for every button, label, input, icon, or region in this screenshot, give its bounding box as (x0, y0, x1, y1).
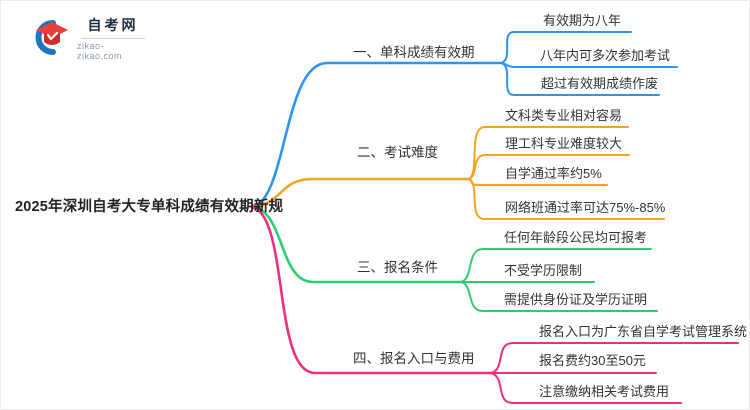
branch-label-3[interactable]: 三、报名条件 (357, 260, 438, 275)
site-name: 自考网 (87, 17, 139, 33)
branch1-child1-line (500, 31, 632, 64)
site-url: zikao-zikao.com (77, 41, 123, 61)
leaf-item[interactable]: 自学通过率约5% (505, 166, 602, 181)
root-junction-dot (250, 204, 256, 210)
branch4-main-line (251, 205, 493, 375)
branch-label-2[interactable]: 二、考试难度 (357, 145, 438, 160)
leaf-item[interactable]: 文科类专业相对容易 (505, 108, 623, 123)
branch2-child4-line (467, 178, 665, 220)
site-logo[interactable]: 自考网 zikao-zikao.com (29, 15, 149, 61)
leaf-item[interactable]: 不受学历限制 (504, 263, 583, 278)
leaf-item[interactable]: 有效期为八年 (543, 13, 622, 28)
site-logo-text: 自考网 zikao-zikao.com (77, 15, 149, 61)
logo-divider (81, 38, 145, 39)
branch-label-4[interactable]: 四、报名入口与费用 (353, 351, 475, 366)
branch4-child3-line (490, 372, 682, 404)
branch3-child3-line (460, 281, 658, 312)
branch2-child2-line (467, 154, 630, 180)
leaf-item[interactable]: 理工科专业难度较大 (505, 136, 623, 151)
leaf-item[interactable]: 八年内可多次参加考试 (540, 48, 671, 63)
branch3-child1-line (460, 248, 652, 283)
graduation-cap-icon (35, 20, 68, 55)
leaf-item[interactable]: 报名入口为广东省自学考试管理系统 (539, 324, 748, 339)
central-topic[interactable]: 2025年深圳自考大专单科成绩有效期新规 (15, 199, 284, 215)
branch1-main-line (251, 61, 503, 209)
branch2-main-line (251, 177, 470, 209)
branch1-child3-line (500, 62, 660, 96)
leaf-item[interactable]: 超过有效期成绩作废 (541, 76, 659, 91)
leaf-item[interactable]: 报名费约30至50元 (539, 353, 646, 368)
leaf-item[interactable]: 需提供身份证及学历证明 (504, 292, 648, 307)
leaf-item[interactable]: 任何年龄段公民均可报考 (504, 230, 648, 245)
branch3-main-line (251, 205, 463, 284)
branch4-child1-line (490, 342, 739, 374)
leaf-item[interactable]: 注意缴纳相关考试费用 (539, 384, 670, 399)
branch-label-1[interactable]: 一、单科成绩有效期 (353, 45, 475, 60)
leaf-item[interactable]: 网络班通过率可达75%-85% (505, 200, 666, 215)
